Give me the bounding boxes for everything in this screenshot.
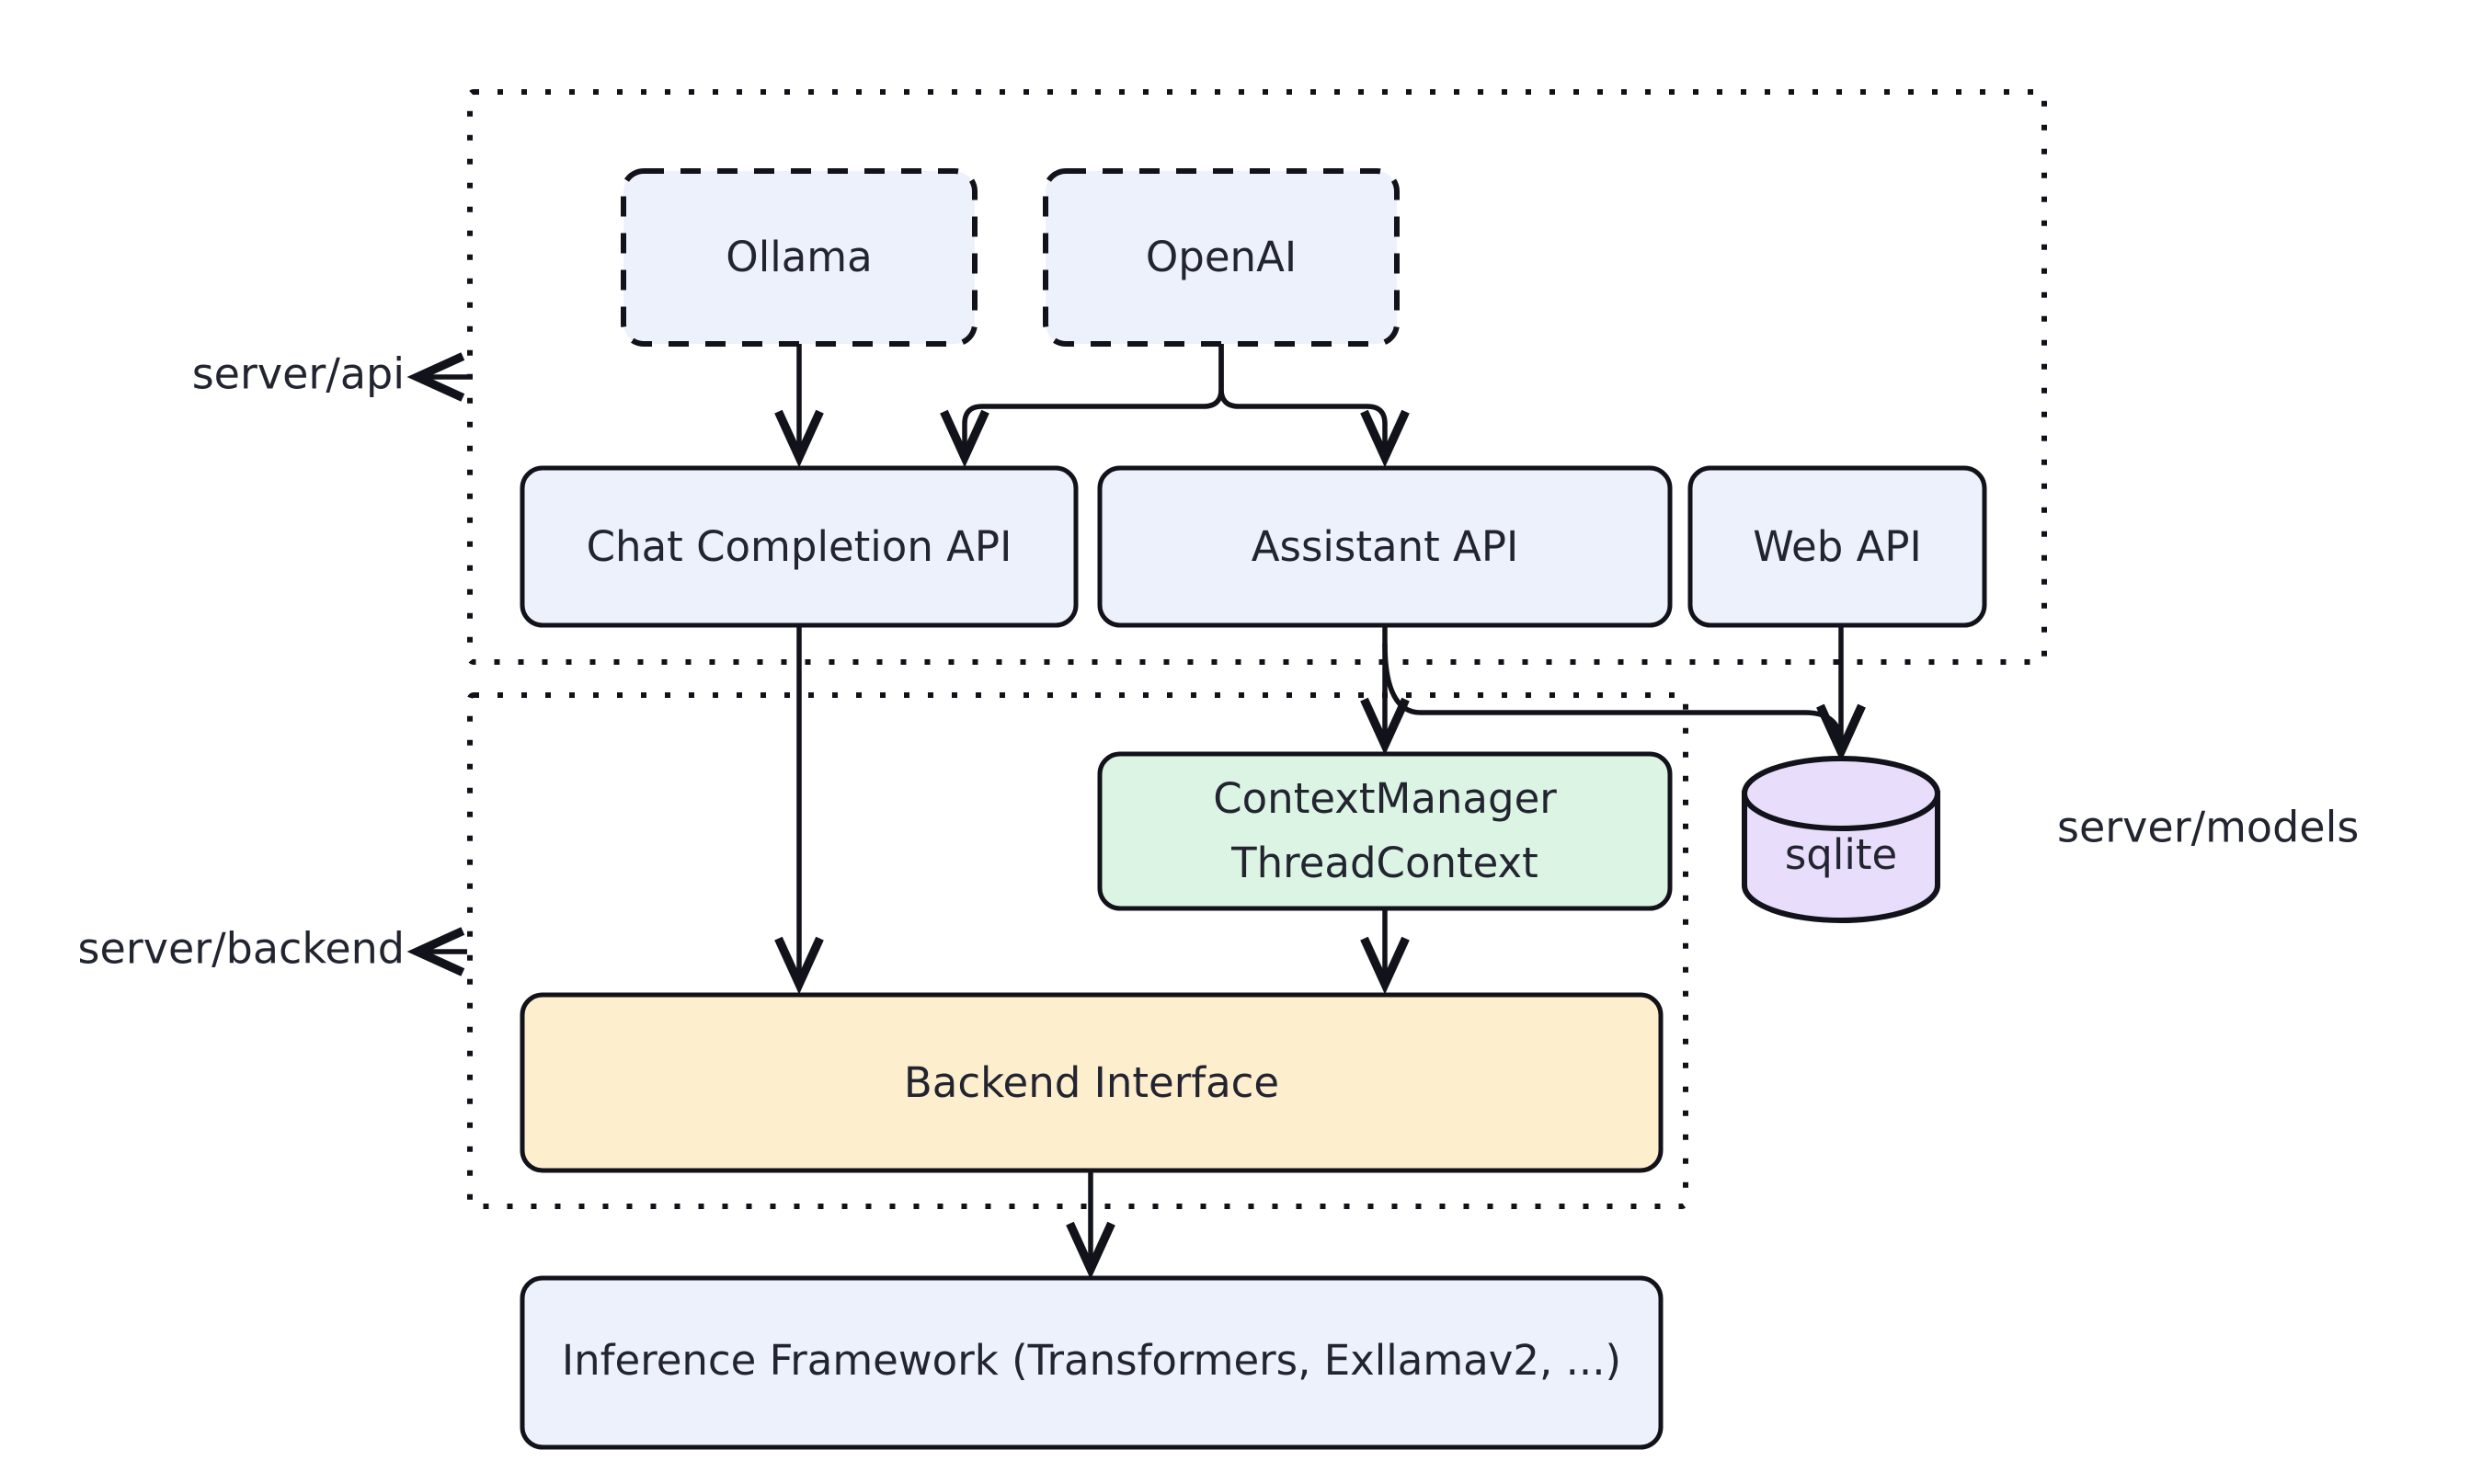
node-ollama-box[interactable] [621, 168, 978, 347]
node-web-api-box[interactable] [1687, 465, 1987, 628]
node-context-manager-label: ContextManager [1213, 774, 1557, 823]
node-backend-interface[interactable]: Backend Interface [520, 992, 1664, 1173]
node-assistant-api[interactable]: Assistant API [1097, 465, 1673, 628]
node-ollama-label: Ollama [726, 233, 872, 281]
node-inference-framework-box[interactable] [520, 1275, 1664, 1450]
node-inference-framework-label: Inference Framework (Transformers, Exlla… [562, 1336, 1621, 1385]
node-context-manager[interactable]: ContextManager ThreadContext [1097, 751, 1673, 911]
node-sqlite-label: sqlite [1785, 830, 1897, 879]
node-web-api[interactable]: Web API [1687, 465, 1987, 628]
node-chat-completion-api-box[interactable] [520, 465, 1079, 628]
node-thread-context-label: ThreadContext [1230, 839, 1538, 887]
node-assistant-api-box[interactable] [1097, 465, 1673, 628]
edge-openai-to-chat-completion-api [940, 344, 1224, 468]
node-backend-interface-box[interactable] [520, 992, 1664, 1173]
node-chat-completion-api[interactable]: Chat Completion API [520, 465, 1079, 628]
node-openai[interactable]: OpenAI [1043, 168, 1400, 347]
node-assistant-api-label: Assistant API [1252, 522, 1519, 571]
node-web-api-label: Web API [1753, 522, 1922, 571]
group-label-server-models: server/models [2057, 803, 2359, 852]
node-openai-label: OpenAI [1146, 233, 1297, 281]
node-backend-interface-label: Backend Interface [904, 1058, 1279, 1107]
node-inference-framework[interactable]: Inference Framework (Transformers, Exlla… [520, 1275, 1664, 1450]
group-container-server-api [467, 89, 2047, 665]
node-context-manager-box[interactable] [1097, 751, 1673, 911]
group-label-server-backend: server/backend [78, 924, 405, 974]
node-ollama[interactable]: Ollama [621, 168, 978, 347]
edge-openai-to-assistant-api [1218, 344, 1410, 468]
node-openai-box[interactable] [1043, 168, 1400, 347]
group-label-server-api: server/api [192, 349, 405, 399]
node-sqlite[interactable]: sqlite [1742, 756, 1940, 923]
node-chat-completion-api-label: Chat Completion API [587, 522, 1012, 571]
node-sqlite-cylinder-top [1742, 756, 1940, 831]
